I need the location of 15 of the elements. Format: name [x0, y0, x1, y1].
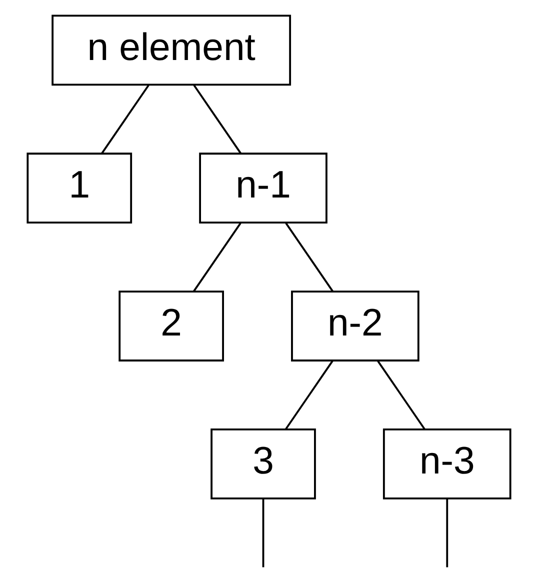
node-box: 1: [26, 152, 132, 224]
node-box: 2: [118, 290, 224, 362]
node-box: n-3: [382, 428, 512, 500]
connector: [193, 222, 242, 292]
node-box: 3: [210, 428, 316, 500]
connector: [193, 84, 242, 154]
node-box: n-1: [199, 152, 328, 224]
connector: [377, 360, 426, 430]
connector: [262, 498, 264, 568]
connector: [284, 360, 334, 430]
connector: [285, 222, 334, 292]
connector: [101, 84, 150, 154]
node-box: n-2: [291, 290, 420, 362]
node-box: n element: [52, 14, 292, 86]
connector: [446, 498, 448, 568]
